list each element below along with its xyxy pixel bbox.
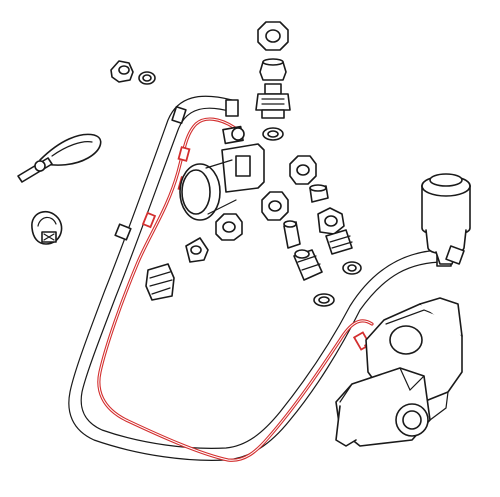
threaded-fitting-c [325, 229, 353, 255]
hex-nut-top [257, 21, 289, 51]
washer-mid [342, 261, 362, 275]
fitting-cap-top-left [110, 60, 134, 83]
hex-nut-mid [215, 213, 243, 241]
o-ring-top-left [138, 71, 156, 85]
hose-clip [31, 210, 63, 245]
threaded-fitting-d [293, 249, 323, 281]
hex-nut-b [261, 191, 289, 221]
hex-nut-a [289, 155, 317, 185]
hex-fitting-c [317, 207, 345, 235]
banjo-fitting-left [145, 263, 175, 301]
small-cap-mid [185, 237, 209, 263]
bushing-a [309, 184, 329, 203]
steering-gear [335, 297, 463, 447]
threaded-fitting [255, 83, 291, 119]
bushing [259, 58, 287, 81]
washer-top [262, 127, 284, 141]
washer-low [313, 293, 335, 307]
fluid-reservoir [421, 173, 471, 265]
cable-tie [17, 133, 102, 183]
sleeve-b [283, 220, 301, 249]
pressure-switch [179, 125, 265, 221]
